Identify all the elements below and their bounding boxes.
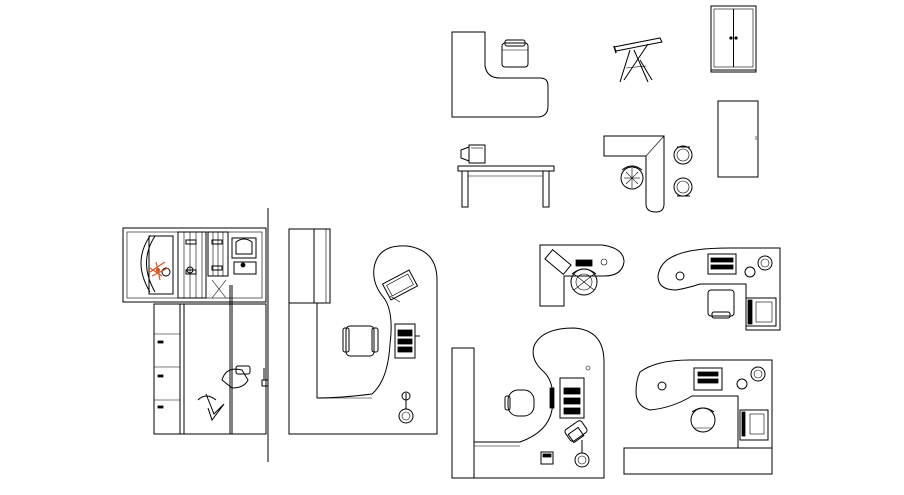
office-wardrobe-plan	[122, 227, 267, 303]
monitor-icon	[381, 269, 419, 303]
chair-icon	[690, 407, 716, 433]
phone-icon	[707, 253, 737, 275]
waste-bin-icon	[744, 255, 773, 278]
reception-desk-with-chairs	[603, 135, 693, 213]
workstation-plan-4	[451, 327, 605, 479]
phone-icon	[394, 323, 420, 359]
waste-bin-icon	[398, 391, 414, 424]
chair-icon	[570, 259, 598, 296]
waste-bin-icon	[736, 366, 766, 390]
desk-elevation-with-monitor	[457, 144, 555, 208]
stool-icon	[673, 177, 693, 197]
waste-bin-icon	[574, 440, 590, 468]
monitor-icon	[460, 144, 486, 164]
workstation-plan-1	[288, 228, 438, 435]
cabinet-side-elevation	[717, 100, 759, 178]
plant-icon	[149, 261, 169, 281]
monitor-icon	[739, 409, 769, 441]
chair-icon	[342, 325, 379, 357]
cabinet-icon	[710, 5, 757, 73]
phone-icon	[693, 367, 723, 391]
workstation-plan-2	[539, 244, 625, 307]
phone-icon	[549, 377, 585, 419]
chair-icon	[221, 365, 269, 389]
chair-icon	[707, 289, 735, 319]
chair-icon	[504, 389, 535, 417]
monitor-icon	[544, 248, 572, 276]
workstation-plan-5	[623, 359, 773, 475]
phone-icon	[540, 451, 554, 465]
l-desk-with-chair-top-view	[451, 31, 549, 118]
drafting-table-icon	[613, 37, 663, 83]
monitor-icon	[745, 297, 777, 327]
workstation-plan-3	[657, 247, 781, 331]
bookshelf-stripes	[161, 231, 229, 299]
chair-icon	[564, 420, 588, 444]
chair-icon	[501, 39, 529, 68]
chair-icon	[620, 165, 644, 190]
stool-icon	[673, 145, 693, 165]
office-room-plan	[153, 285, 269, 435]
